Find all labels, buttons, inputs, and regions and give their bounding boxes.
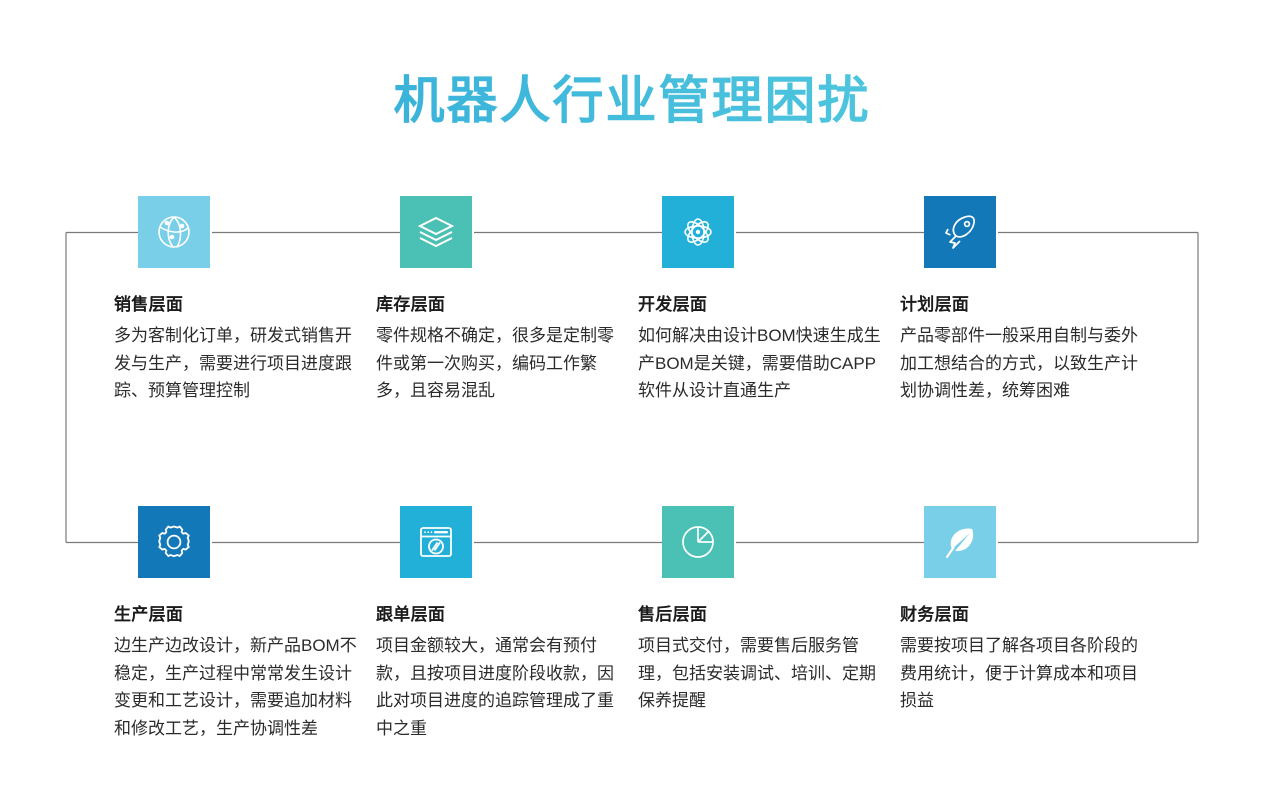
icon-box-planning — [924, 196, 996, 268]
card-title: 开发层面 — [638, 295, 708, 314]
card-title: 库存层面 — [376, 295, 446, 314]
card-title: 销售层面 — [114, 295, 184, 314]
pie-chart-icon — [676, 520, 720, 564]
icon-box-production — [138, 506, 210, 578]
card-inventory: 库存层面 零件规格不确定，很多是定制零件或第一次购买，编码工作繁多，且容易混乱 — [376, 196, 624, 405]
card-order-tracking: 跟单层面 项目金额较大，通常会有预付款，且按项目进度阶段收款，因此对项目进度的追… — [376, 506, 624, 742]
icon-box-inventory — [400, 196, 472, 268]
card-title: 售后层面 — [638, 605, 708, 624]
card-body: 项目金额较大，通常会有预付款，且按项目进度阶段收款，因此对项目进度的追踪管理成了… — [376, 636, 614, 738]
feather-icon — [938, 520, 982, 564]
card-title: 跟单层面 — [376, 605, 446, 624]
card-production: 生产层面 边生产边改设计，新产品BOM不稳定，生产过程中常常发生设计变更和工艺设… — [114, 506, 362, 742]
rocket-icon — [938, 210, 982, 254]
card-body: 边生产边改设计，新产品BOM不稳定，生产过程中常常发生设计变更和工艺设计，需要追… — [114, 636, 357, 738]
icon-box-finance — [924, 506, 996, 578]
card-planning: 计划层面 产品零部件一般采用自制与委外加工想结合的方式，以致生产计划协调性差，统… — [900, 196, 1148, 405]
card-title: 生产层面 — [114, 605, 184, 624]
icon-box-sales — [138, 196, 210, 268]
card-title: 财务层面 — [900, 605, 970, 624]
card-body: 需要按项目了解各项目各阶段的费用统计，便于计算成本和项目损益 — [900, 636, 1138, 710]
card-body: 如何解决由设计BOM快速生成生产BOM是关键，需要借助CAPP软件从设计直通生产 — [638, 326, 881, 400]
network-globe-icon — [152, 210, 196, 254]
card-after-sales: 售后层面 项目式交付，需要售后服务管理，包括安装调试、培训、定期保养提醒 — [638, 506, 886, 715]
page-title: 机器人行业管理困扰 — [0, 68, 1264, 134]
card-development: 开发层面 如何解决由设计BOM快速生成生产BOM是关键，需要借助CAPP软件从设… — [638, 196, 886, 405]
icon-box-development — [662, 196, 734, 268]
gear-icon — [152, 520, 196, 564]
card-title: 计划层面 — [900, 295, 970, 314]
icon-box-after-sales — [662, 506, 734, 578]
card-finance: 财务层面 需要按项目了解各项目各阶段的费用统计，便于计算成本和项目损益 — [900, 506, 1148, 715]
card-body: 项目式交付，需要售后服务管理，包括安装调试、培训、定期保养提醒 — [638, 636, 876, 710]
icon-box-order-tracking — [400, 506, 472, 578]
atom-icon — [676, 210, 720, 254]
browser-compass-icon — [414, 520, 458, 564]
card-body: 多为客制化订单，研发式销售开发与生产，需要进行项目进度跟踪、预算管理控制 — [114, 326, 352, 400]
card-body: 零件规格不确定，很多是定制零件或第一次购买，编码工作繁多，且容易混乱 — [376, 326, 614, 400]
card-body: 产品零部件一般采用自制与委外加工想结合的方式，以致生产计划协调性差，统筹困难 — [900, 326, 1138, 400]
layers-stack-icon — [414, 210, 458, 254]
card-sales: 销售层面 多为客制化订单，研发式销售开发与生产，需要进行项目进度跟踪、预算管理控… — [114, 196, 362, 405]
